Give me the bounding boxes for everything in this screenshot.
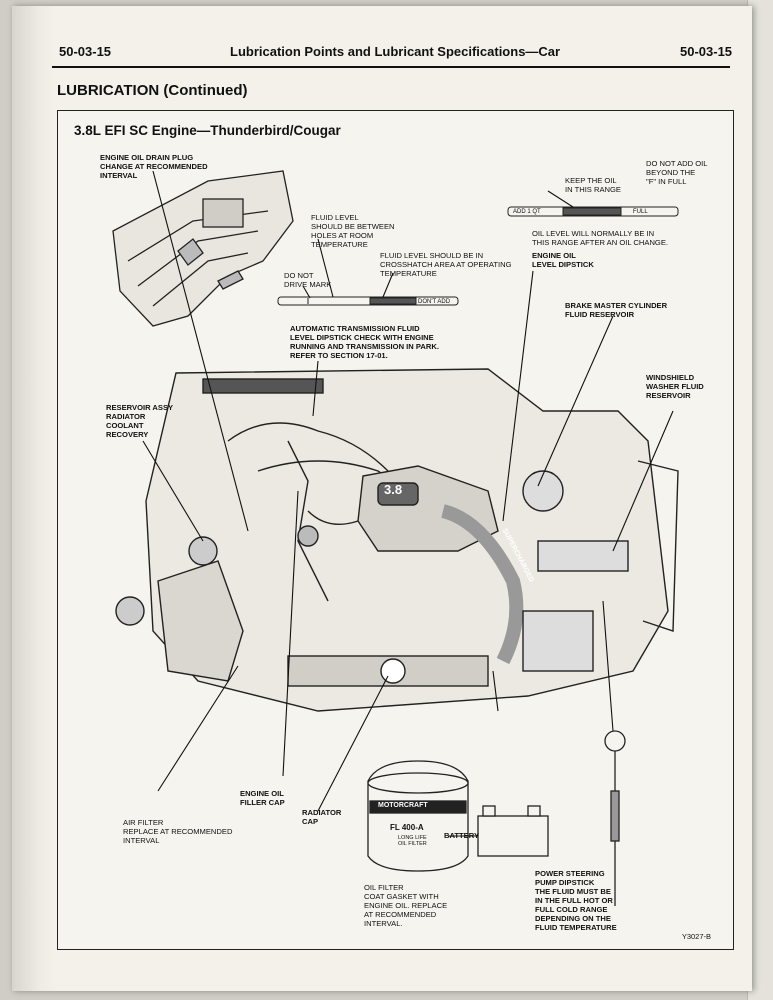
oil-pan-drawing: [112, 170, 294, 327]
battery-drawing: [477, 805, 549, 857]
label-coolant-reservoir: RESERVOIR ASSY RADIATOR COOLANT RECOVERY: [106, 403, 174, 439]
label-battery: BATTERY: [444, 831, 480, 840]
section-title: LUBRICATION (Continued): [57, 82, 248, 99]
label-oil-drain-plug: ENGINE OIL DRAIN PLUG CHANGE AT RECOMMEN…: [100, 153, 208, 180]
page-binding-shadow: [12, 6, 56, 991]
label-do-not-add-oil: DO NOT ADD OIL BEYOND THE "F" IN FULL: [646, 159, 708, 186]
page-number-left: 50-03-15: [59, 44, 112, 59]
header-rule: [52, 66, 730, 68]
engine-badge: 3.8: [384, 482, 403, 497]
label-oil-filter: OIL FILTER COAT GASKET WITH ENGINE OIL. …: [364, 883, 448, 928]
label-radiator-cap: RADIATOR CAP: [302, 808, 342, 826]
oil-filter-sub: LONG LIFE OIL FILTER: [398, 835, 427, 847]
label-atf-dipstick: AUTOMATIC TRANSMISSION FLUID LEVEL DIPST…: [290, 324, 439, 360]
label-do-not-drive: DO NOT DRIVE MARK: [284, 271, 332, 289]
label-brake-reservoir: BRAKE MASTER CYLINDER FLUID RESERVOIR: [565, 301, 668, 319]
label-air-filter: AIR FILTER REPLACE AT RECOMMENDED INTERV…: [123, 818, 233, 845]
figure-frame: 3.8L EFI SC Engine—Thunderbird/Cougar: [57, 110, 734, 950]
label-ps-dipstick: POWER STEERING PUMP DIPSTICK THE FLUID M…: [535, 869, 617, 932]
manual-page: 50-03-15 Lubrication Points and Lubrican…: [12, 6, 752, 991]
oil-dipstick-drawing: [507, 206, 679, 217]
engine-bay-drawing: [115, 368, 679, 712]
label-fluid-level-crosshatch: FLUID LEVEL SHOULD BE IN CROSSHATCH AREA…: [380, 251, 512, 278]
label-oil-level-normal: OIL LEVEL WILL NORMALLY BE IN THIS RANGE…: [532, 229, 669, 247]
label-dont-add: DON'T ADD: [418, 299, 451, 305]
label-oil-dipstick: ENGINE OIL LEVEL DIPSTICK: [532, 251, 594, 269]
oil-filter-model: FL 400-A: [390, 823, 424, 832]
oil-filter-brand: Motorcraft: [378, 802, 428, 809]
page-header-title: Lubrication Points and Lubricant Specifi…: [230, 44, 561, 59]
figure-id: Y3027-B: [681, 932, 711, 941]
label-oil-filler-cap: ENGINE OIL FILLER CAP: [240, 789, 285, 807]
label-full: FULL: [633, 209, 648, 215]
label-fluid-level-holes: FLUID LEVEL SHOULD BE BETWEEN HOLES AT R…: [311, 213, 395, 249]
atf-dipstick-drawing: [277, 296, 459, 306]
leader-lines: [142, 170, 674, 837]
engine-illustration: [112, 170, 679, 906]
label-add-qt: ADD 1 QT: [513, 209, 541, 215]
oil-filter-drawing: [367, 760, 469, 872]
page-number-right: 50-03-15: [680, 44, 733, 59]
label-keep-oil: KEEP THE OIL IN THIS RANGE: [565, 176, 621, 194]
label-washer-reservoir: WINDSHIELD WASHER FLUID RESERVOIR: [646, 373, 704, 400]
ps-dipstick-drawing: [604, 730, 626, 906]
figure-subtitle: 3.8L EFI SC Engine—Thunderbird/Cougar: [74, 123, 341, 138]
